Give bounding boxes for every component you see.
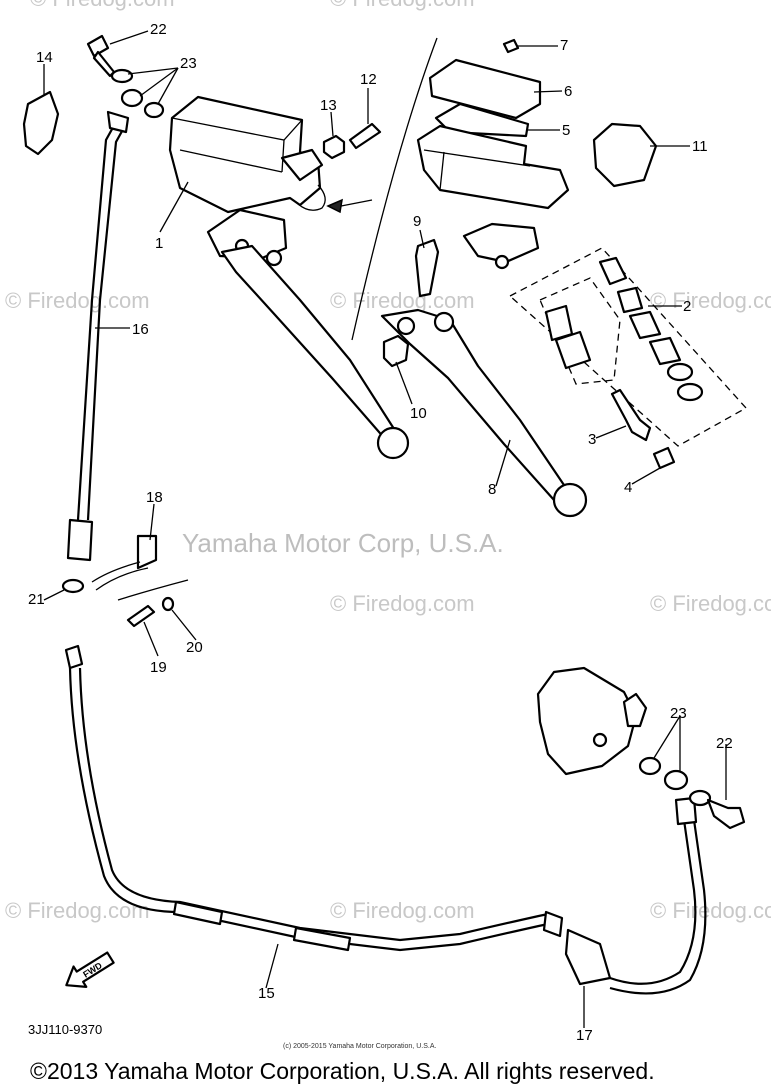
- watermark: © Firedog.com: [330, 591, 475, 616]
- bolt-19: [126, 604, 156, 628]
- callout-23: 23: [180, 55, 197, 72]
- washer-23: [638, 756, 662, 776]
- callout-22: 22: [150, 21, 167, 38]
- brake-hose-15: [64, 644, 549, 952]
- callout-21: 21: [28, 591, 45, 608]
- watermark: © Firedog.com: [330, 0, 475, 11]
- washer-23: [120, 88, 144, 108]
- callout-5: 5: [562, 122, 570, 139]
- center-watermark: Yamaha Motor Corp, U.S.A.: [182, 528, 504, 558]
- callout-8: 8: [488, 481, 496, 498]
- drawing-code: 3JJ110-9370: [28, 1022, 102, 1037]
- callout-14: 14: [36, 49, 53, 66]
- callout-1: 1: [155, 235, 163, 252]
- small-copyright: (c) 2005-2015 Yamaha Motor Corporation, …: [283, 1043, 436, 1050]
- callout-19: 19: [150, 659, 167, 676]
- callout-13: 13: [320, 97, 337, 114]
- callout-11: 11: [692, 138, 708, 155]
- callout-2: 2: [683, 298, 691, 315]
- callout-16: 16: [132, 321, 149, 338]
- bolt-9: [414, 238, 440, 298]
- nut-10: [382, 334, 410, 368]
- leader-lines: [43, 30, 727, 1028]
- callout-12: 12: [360, 71, 377, 88]
- watermark: © Firedog.com: [30, 0, 175, 11]
- cap-14: [22, 90, 60, 156]
- exploded-master-cylinder: [380, 58, 588, 518]
- callout-7: 7: [560, 37, 568, 54]
- callout-10: 10: [410, 405, 427, 422]
- callout-9: 9: [413, 213, 421, 230]
- boot-4: [652, 446, 676, 470]
- watermark: © Firedog.com: [330, 898, 475, 923]
- divider-line: [351, 37, 438, 341]
- banjo-bolt-22-top: [86, 34, 116, 78]
- watermark: © Firedog.com: [650, 591, 771, 616]
- callout-22: 22: [716, 735, 733, 752]
- brake-caliper: [536, 666, 648, 776]
- nut-13: [322, 134, 346, 160]
- master-cylinder-assembly: [168, 95, 410, 460]
- banjo-bolt-22-bottom: [706, 798, 746, 830]
- callout-20: 20: [186, 639, 203, 656]
- watermark: © Firedog.com: [5, 288, 150, 313]
- washer-23: [143, 101, 165, 119]
- watermark: © Firedog.com: [650, 898, 771, 923]
- watermark: © Firedog.com: [650, 288, 771, 313]
- callout-6: 6: [564, 83, 572, 100]
- callout-18: 18: [146, 489, 163, 506]
- watermark: © Firedog.com: [330, 288, 475, 313]
- washer-23: [663, 769, 689, 791]
- bracket-18: [91, 534, 189, 601]
- brake-hose-16: [66, 110, 130, 562]
- holder-11: [592, 122, 658, 188]
- callout-17: 17: [576, 1027, 593, 1044]
- fwd-arrow: FWD: [65, 951, 115, 988]
- washer-23: [110, 68, 134, 84]
- screw-7: [502, 38, 520, 54]
- callout-4: 4: [624, 479, 632, 496]
- callout-3: 3: [588, 431, 596, 448]
- watermark: © Firedog.com: [5, 898, 150, 923]
- footer-copyright: ©2013 Yamaha Motor Corporation, U.S.A. A…: [30, 1058, 655, 1084]
- washer-21: [61, 578, 85, 594]
- fitting-17: [542, 796, 707, 995]
- callout-23: 23: [670, 705, 687, 722]
- washer-23: [688, 789, 712, 807]
- pushrod-3: [610, 388, 652, 442]
- nut-20: [161, 596, 175, 612]
- callouts: 22 23 14 13 12 1 16 7 6 5 11 9 10 2 3 4 …: [28, 21, 733, 1044]
- callout-15: 15: [258, 985, 275, 1002]
- screw-12: [348, 122, 382, 150]
- watermarks: © Firedog.com © Firedog.com © Firedog.co…: [5, 0, 771, 923]
